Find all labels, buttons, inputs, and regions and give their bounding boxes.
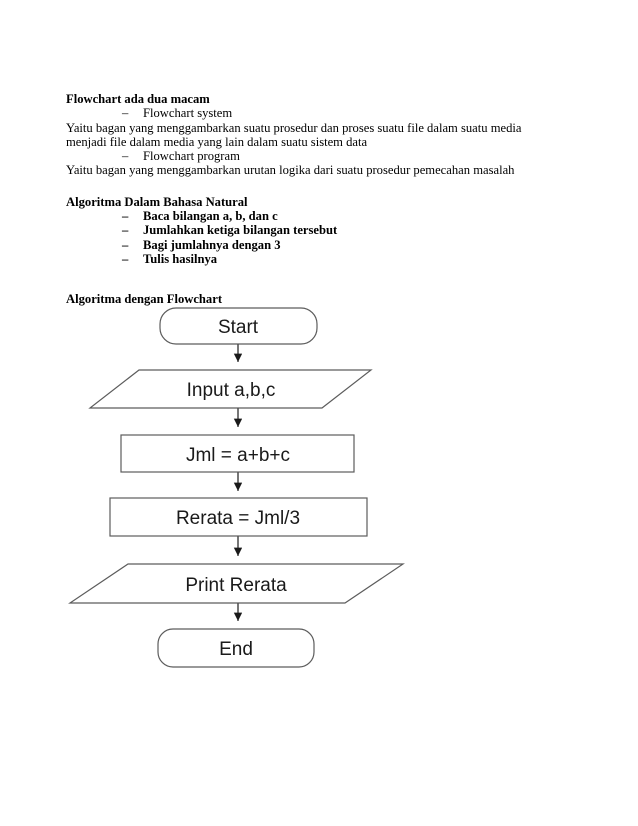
terminator-shape [159, 307, 318, 345]
description-flowchart-program: Yaitu bagan yang menggambarkan urutan lo… [66, 163, 515, 178]
list-item-bagi-jumlahnya: –Bagi jumlahnya dengan 3 [122, 238, 598, 252]
node-label-input: Input a,b,c [187, 380, 276, 401]
section-heading-flowchart-types: Flowchart ada dua macam [66, 92, 210, 106]
node-label-process-sum: Jml = a+b+c [186, 445, 290, 466]
node-label-end: End [219, 639, 253, 660]
document-content: Flowchart ada dua macam –Flowchart syste… [66, 92, 598, 307]
list-item-baca-bilangan: –Baca bilangan a, b, dan c [122, 209, 598, 223]
list-item-label: Flowchart system [143, 106, 233, 121]
list-item-label: Bagi jumlahnya dengan 3 [143, 237, 281, 252]
bullet-dash: – [122, 237, 129, 252]
flowchart-node-start: Start [159, 307, 318, 345]
flowchart-node-input: Input a,b,c [88, 369, 373, 409]
flowchart-node-process-average: Rerata = Jml/3 [109, 497, 368, 537]
bullet-dash: – [122, 106, 129, 121]
list-item-flowchart-system: –Flowchart system [122, 106, 598, 120]
bullet-dash: – [122, 149, 129, 164]
list-item-label: Flowchart program [143, 149, 240, 164]
description-flowchart-system-line2: menjadi file dalam media yang lain dalam… [66, 134, 368, 149]
description-flowchart-system-line1: Yaitu bagan yang menggambarkan suatu pro… [66, 120, 522, 135]
section-heading-flowchart-diagram: Algoritma dengan Flowchart [66, 292, 223, 307]
flowchart-node-end: End [157, 628, 315, 668]
bullet-dash: – [122, 251, 129, 266]
node-label-process-average: Rerata = Jml/3 [176, 508, 300, 529]
parallelogram-shape [88, 369, 373, 409]
list-item-label: Baca bilangan a, b, dan c [143, 209, 278, 224]
list-item-flowchart-program: –Flowchart program [122, 149, 598, 163]
flowchart-node-process-sum: Jml = a+b+c [120, 434, 355, 473]
list-item-label: Jumlahkan ketiga bilangan tersebut [143, 223, 338, 238]
flowchart-node-output: Print Rerata [68, 563, 405, 604]
list-item-tulis-hasilnya: –Tulis hasilnya [122, 252, 598, 266]
bullet-dash: – [122, 209, 129, 224]
list-item-jumlahkan: –Jumlahkan ketiga bilangan tersebut [122, 223, 598, 237]
node-label-output: Print Rerata [185, 575, 287, 596]
list-item-label: Tulis hasilnya [143, 251, 218, 266]
process-shape [120, 434, 355, 473]
bullet-dash: – [122, 223, 129, 238]
parallelogram-shape [68, 563, 405, 604]
flowchart-diagram: Start Input a,b,c Jml = a+b+c Rerata = J… [68, 307, 405, 668]
section-heading-natural-language: Algoritma Dalam Bahasa Natural [66, 194, 248, 209]
process-shape [109, 497, 368, 537]
node-label-start: Start [218, 317, 259, 338]
terminator-shape [157, 628, 315, 668]
